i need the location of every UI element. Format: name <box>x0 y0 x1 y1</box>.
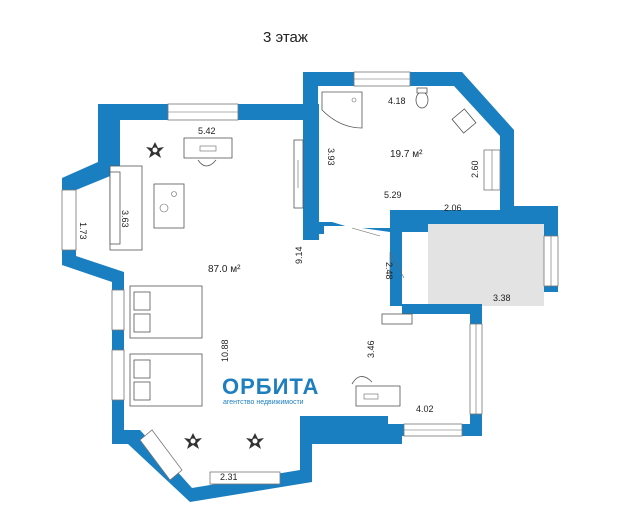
area-main-room: 87.0 м² <box>208 264 241 275</box>
bathroom-fixtures <box>321 87 477 134</box>
plant-icon <box>146 142 164 158</box>
balcony-floor-white-strip <box>402 232 428 304</box>
dimension-label: 4.02 <box>416 404 434 414</box>
window-icon <box>111 349 125 401</box>
door-icon <box>389 251 405 279</box>
balcony-floor <box>428 224 544 306</box>
balcony-bottom-wall <box>402 304 482 314</box>
balcony-top-wall <box>390 210 514 224</box>
coffee-table <box>153 183 185 229</box>
labels: 87.0 м² 19.7 м² 5.42 1.73 3.63 9.14 10.8… <box>78 96 511 482</box>
sink-icon <box>451 108 477 134</box>
furniture <box>109 137 413 449</box>
door-icon <box>351 227 381 237</box>
dimension-label: 5.29 <box>384 190 402 200</box>
logo-name: ОРБИТА <box>222 374 319 399</box>
dimension-label: 3.38 <box>493 293 511 303</box>
dimension-label: 3.93 <box>326 148 336 166</box>
chair-icon <box>351 376 373 385</box>
logo-tagline: агентство недвижимости <box>223 399 304 406</box>
doors <box>351 227 405 279</box>
dimension-label: 5.42 <box>198 126 216 136</box>
window-icon <box>61 189 77 251</box>
toilet-icon <box>415 91 429 109</box>
window-icon <box>139 429 183 481</box>
dimension-label: 2.06 <box>444 203 462 213</box>
plant-icon <box>246 433 264 449</box>
dimension-label: 3.46 <box>366 340 376 358</box>
wardrobe-icon <box>293 139 304 209</box>
windows <box>61 71 559 485</box>
dimension-label: 4.18 <box>388 96 406 106</box>
dimension-label: 10.88 <box>220 339 230 362</box>
dimension-label: 9.14 <box>294 246 304 264</box>
dimension-label: 3.63 <box>120 210 130 228</box>
plant-icon <box>184 433 202 449</box>
window-icon <box>111 289 125 331</box>
dimension-label: 2.48 <box>384 262 394 280</box>
chair-icon <box>197 159 217 167</box>
balcony-left-wall <box>390 224 402 306</box>
dimension-label: 2.60 <box>470 160 480 178</box>
window-icon <box>209 471 281 485</box>
logo: ОРБИТА агентство недвижимости <box>222 374 319 406</box>
shelf <box>381 313 413 325</box>
desk-icon <box>183 137 233 159</box>
floor-title: 3 этаж <box>263 29 308 46</box>
dimension-label: 2.31 <box>220 472 238 482</box>
partition-wall <box>303 104 319 240</box>
dimension-label: 1.73 <box>78 222 88 240</box>
area-bathroom: 19.7 м² <box>390 149 423 160</box>
